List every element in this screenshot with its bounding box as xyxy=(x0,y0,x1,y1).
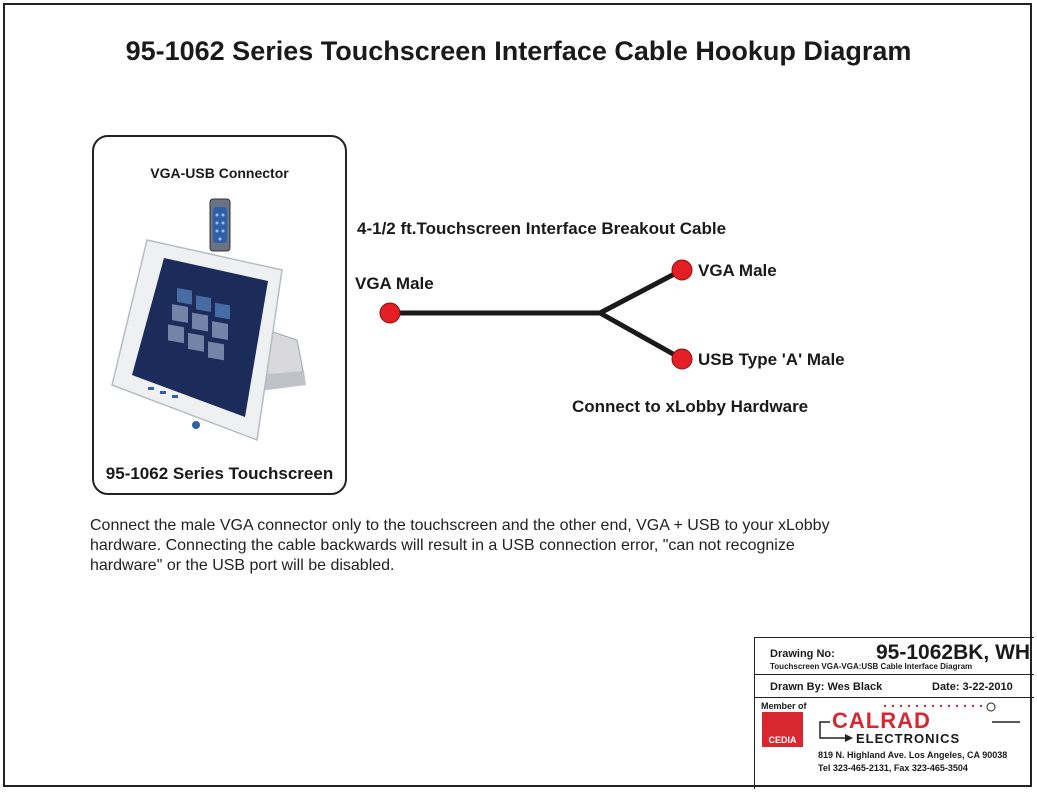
drawing-description: Touchscreen VGA-VGA:USB Cable Interface … xyxy=(770,662,973,671)
cedia-text: CEDIA xyxy=(768,735,797,745)
company-name: CALRAD xyxy=(832,708,931,733)
drawing-number: 95-1062BK, WH xyxy=(876,641,1031,664)
instructions-text: Connect the male VGA connector only to t… xyxy=(90,517,830,574)
cable-branch-usb xyxy=(597,310,685,362)
drawing-no-label: Drawing No: xyxy=(770,648,835,660)
cable-title: 4-1/2 ft.Touchscreen Interface Breakout … xyxy=(357,219,727,238)
drawing-date: Date: 3-22-2010 xyxy=(932,681,1013,693)
title-block-divider xyxy=(754,674,1034,675)
title-block xyxy=(754,637,1034,789)
member-of-label: Member of xyxy=(761,701,807,711)
touchscreen-monitor-icon xyxy=(111,239,306,442)
vga-connector-icon xyxy=(209,198,231,252)
cedia-logo-icon: CEDIA xyxy=(762,712,803,747)
calrad-logo-icon xyxy=(819,702,1020,742)
touchscreen-label: 95-1062 Series Touchscreen xyxy=(105,464,334,483)
vga-right-node-icon xyxy=(671,259,693,281)
company-subtitle: ELECTRONICS xyxy=(856,731,961,746)
right-bottom-label: USB Type 'A' Male xyxy=(698,350,845,369)
right-top-label: VGA Male xyxy=(698,261,777,280)
touchscreen-panel xyxy=(92,135,347,495)
diagram-title: 95-1062 Series Touchscreen Interface Cab… xyxy=(125,36,912,66)
vga-left-node-icon xyxy=(379,302,401,324)
cable-branch-vga xyxy=(597,267,685,316)
company-phone: Tel 323-465-2131, Fax 323-465-3504 xyxy=(818,763,968,773)
title-block-divider xyxy=(754,697,1034,698)
usb-node-icon xyxy=(671,348,693,370)
left-end-label: VGA Male xyxy=(355,274,434,293)
drawn-by: Drawn By: Wes Black xyxy=(770,681,883,693)
connector-label: VGA-USB Connector xyxy=(150,165,289,181)
drawing-frame xyxy=(3,3,1032,787)
connect-label: Connect to xLobby Hardware xyxy=(572,397,809,416)
touchscreen-illustration xyxy=(111,198,306,442)
company-address: 819 N. Highland Ave. Los Angeles, CA 900… xyxy=(818,750,1008,760)
